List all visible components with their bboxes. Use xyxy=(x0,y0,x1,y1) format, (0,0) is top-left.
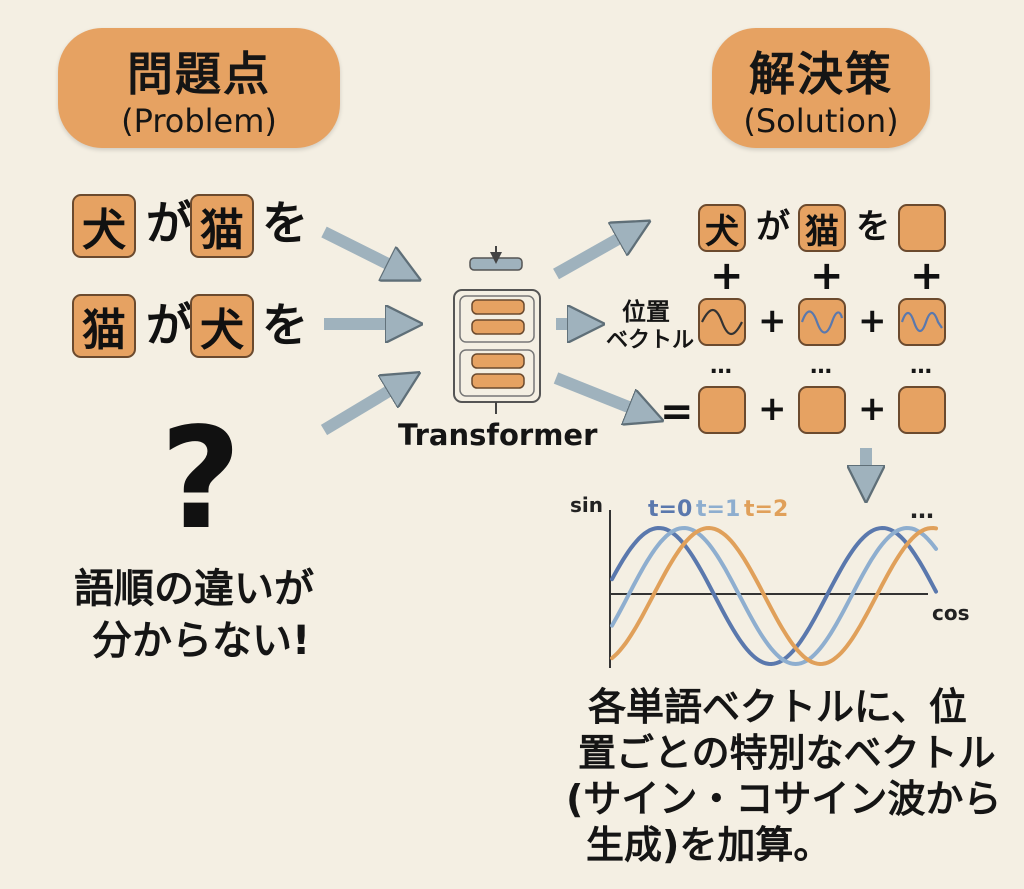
sine-wave-icon xyxy=(701,308,943,336)
wave-series-2 xyxy=(610,525,938,667)
solution-word-tile-dog: 犬 xyxy=(698,204,746,252)
word-tile-cat: 猫 xyxy=(72,294,136,358)
word-tile-cat: 猫 xyxy=(190,194,254,258)
particle-ga: が xyxy=(146,196,192,250)
plus-sign: + xyxy=(810,253,844,299)
ellipsis: … xyxy=(810,354,833,379)
problem-message-line2: 分からない! xyxy=(92,618,311,664)
chart-ellipsis: … xyxy=(910,496,934,524)
solution-title: 解決策 xyxy=(749,47,893,101)
plus-sign: + xyxy=(758,389,787,429)
x-axis-label: cos xyxy=(932,601,970,625)
solution-description-line3: (サイン・コサイン波から xyxy=(566,777,1002,821)
solution-word-tile-blank xyxy=(898,204,946,252)
problem-title-pill: 問題点 (Problem) xyxy=(58,28,340,148)
word-tile-dog: 犬 xyxy=(72,194,136,258)
transformer-label: Transformer xyxy=(398,418,598,452)
arrow-out-of-transformer xyxy=(553,230,646,414)
solution-title-pill: 解決策 (Solution) xyxy=(712,28,930,148)
position-vector-wave-tile xyxy=(698,298,746,346)
wave-series-0 xyxy=(610,525,938,667)
solution-particle-ga: が xyxy=(756,207,790,247)
transformer-block-icon xyxy=(453,246,541,414)
position-vector-wave-tile xyxy=(798,298,846,346)
solution-word-tile-cat: 猫 xyxy=(798,204,846,252)
particle-wo: を xyxy=(262,196,308,250)
particle-ga: が xyxy=(146,298,192,352)
position-vector-label-line2: ベクトル xyxy=(606,328,695,353)
question-mark: ? xyxy=(160,398,242,561)
solution-particle-wo: を xyxy=(856,207,890,247)
position-vector-label-line1: 位置 xyxy=(622,298,670,326)
result-tile xyxy=(798,386,846,434)
plus-sign: + xyxy=(858,301,887,341)
problem-title: 問題点 xyxy=(127,47,271,101)
word-tile-dog: 犬 xyxy=(190,294,254,358)
solution-description-line2: 置ごとの特別なベクトル xyxy=(578,731,996,775)
y-axis-label: sin xyxy=(570,493,603,517)
result-tile xyxy=(898,386,946,434)
legend-t2: t=2 xyxy=(744,497,788,522)
legend-t0: t=0 xyxy=(648,497,692,522)
ellipsis: … xyxy=(910,354,933,379)
legend-t1: t=1 xyxy=(696,497,740,522)
problem-message-line1: 語順の違いが xyxy=(74,566,314,612)
arrow-into-transformer xyxy=(320,226,404,436)
solution-subtitle: (Solution) xyxy=(743,102,899,140)
plus-sign: + xyxy=(710,253,744,299)
ellipsis: … xyxy=(710,354,733,379)
particle-wo: を xyxy=(262,298,308,352)
plus-sign: + xyxy=(858,389,887,429)
wave-series-1 xyxy=(610,525,938,667)
plus-sign: + xyxy=(758,301,787,341)
solution-description-line4: 生成)を加算。 xyxy=(586,823,832,867)
plus-sign: + xyxy=(910,253,944,299)
problem-subtitle: (Problem) xyxy=(121,102,277,140)
solution-description-line1: 各単語ベクトルに、位 xyxy=(588,685,967,729)
result-tile xyxy=(698,386,746,434)
sin-cos-chart: sin cos t=0 t=1 t=2 … xyxy=(570,493,970,668)
